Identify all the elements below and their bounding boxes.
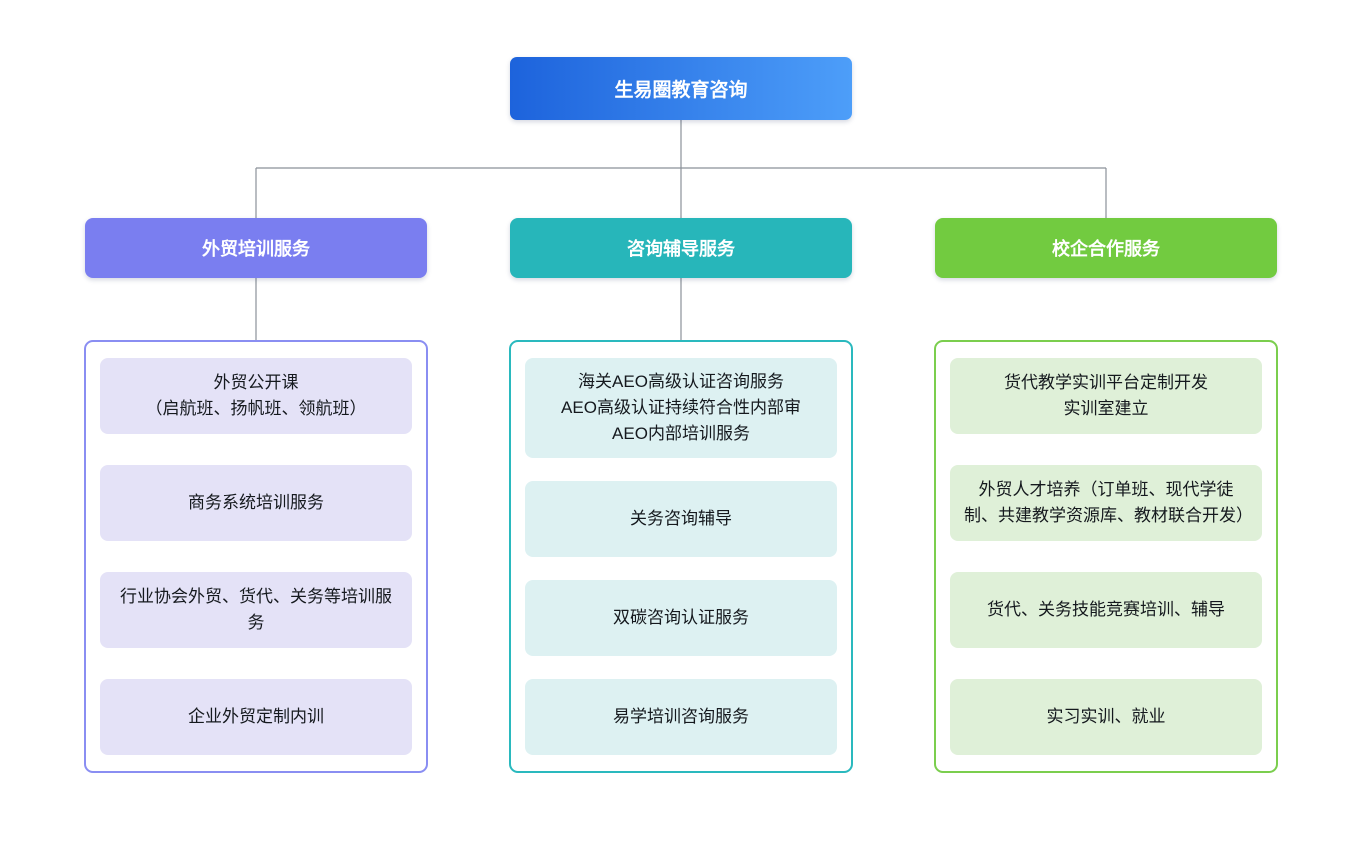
service-item: 关务咨询辅导	[525, 481, 837, 557]
branch-header-trade-training: 外贸培训服务	[85, 218, 427, 278]
service-item-line: 货代教学实训平台定制开发	[1004, 373, 1208, 392]
service-item-line: 外贸公开课	[213, 373, 299, 392]
service-item-line: 关务咨询辅导	[630, 509, 732, 528]
service-item: 行业协会外贸、货代、关务等培训服务	[100, 572, 412, 648]
service-item: 商务系统培训服务	[100, 465, 412, 541]
service-item: 外贸人才培养（订单班、现代学徒制、共建教学资源库、教材联合开发）	[950, 465, 1262, 541]
service-item: 双碳咨询认证服务	[525, 580, 837, 656]
branch-header-consulting: 咨询辅导服务	[510, 218, 852, 278]
service-item-line: 货代、关务技能竞赛培训、辅导	[987, 600, 1225, 619]
branch-panel-consulting: 海关AEO高级认证咨询服务 AEO高级认证持续符合性内部审 AEO内部培训服务 …	[509, 340, 853, 773]
branch-header-school-enterprise: 校企合作服务	[935, 218, 1277, 278]
root-node-label: 生易圈教育咨询	[614, 80, 748, 101]
service-item-line: AEO内部培训服务	[612, 424, 750, 443]
branch-header-label: 咨询辅导服务	[627, 239, 735, 259]
branch-header-label: 校企合作服务	[1052, 239, 1160, 259]
service-item: 货代、关务技能竞赛培训、辅导	[950, 572, 1262, 648]
service-item: 易学培训咨询服务	[525, 679, 837, 755]
service-item-line: 外贸人才培养（订单班、现代学徒制、共建教学资源库、教材联合开发）	[964, 480, 1253, 525]
service-item-line: 商务系统培训服务	[188, 493, 324, 512]
service-item: 实习实训、就业	[950, 679, 1262, 755]
service-item-line: 易学培训咨询服务	[613, 707, 749, 726]
service-item-line: （启航班、扬帆班、领航班）	[145, 399, 367, 418]
service-item-line: 实习实训、就业	[1046, 707, 1166, 726]
service-item-line: AEO高级认证持续符合性内部审	[561, 398, 801, 417]
service-item-line: 行业协会外贸、货代、关务等培训服务	[120, 587, 392, 632]
service-item: 外贸公开课 （启航班、扬帆班、领航班）	[100, 358, 412, 434]
service-item: 货代教学实训平台定制开发 实训室建立	[950, 358, 1262, 434]
branch-panel-school-enterprise: 货代教学实训平台定制开发 实训室建立 外贸人才培养（订单班、现代学徒制、共建教学…	[934, 340, 1278, 773]
branch-header-label: 外贸培训服务	[202, 239, 310, 259]
branch-panel-trade-training: 外贸公开课 （启航班、扬帆班、领航班） 商务系统培训服务 行业协会外贸、货代、关…	[84, 340, 428, 773]
service-item-line: 双碳咨询认证服务	[613, 608, 749, 627]
service-item-line: 海关AEO高级认证咨询服务	[578, 372, 784, 391]
service-item: 海关AEO高级认证咨询服务 AEO高级认证持续符合性内部审 AEO内部培训服务	[525, 358, 837, 458]
root-node: 生易圈教育咨询	[510, 57, 852, 120]
service-item-line: 实训室建立	[1063, 399, 1149, 418]
service-item-line: 企业外贸定制内训	[188, 707, 324, 726]
service-item: 企业外贸定制内训	[100, 679, 412, 755]
